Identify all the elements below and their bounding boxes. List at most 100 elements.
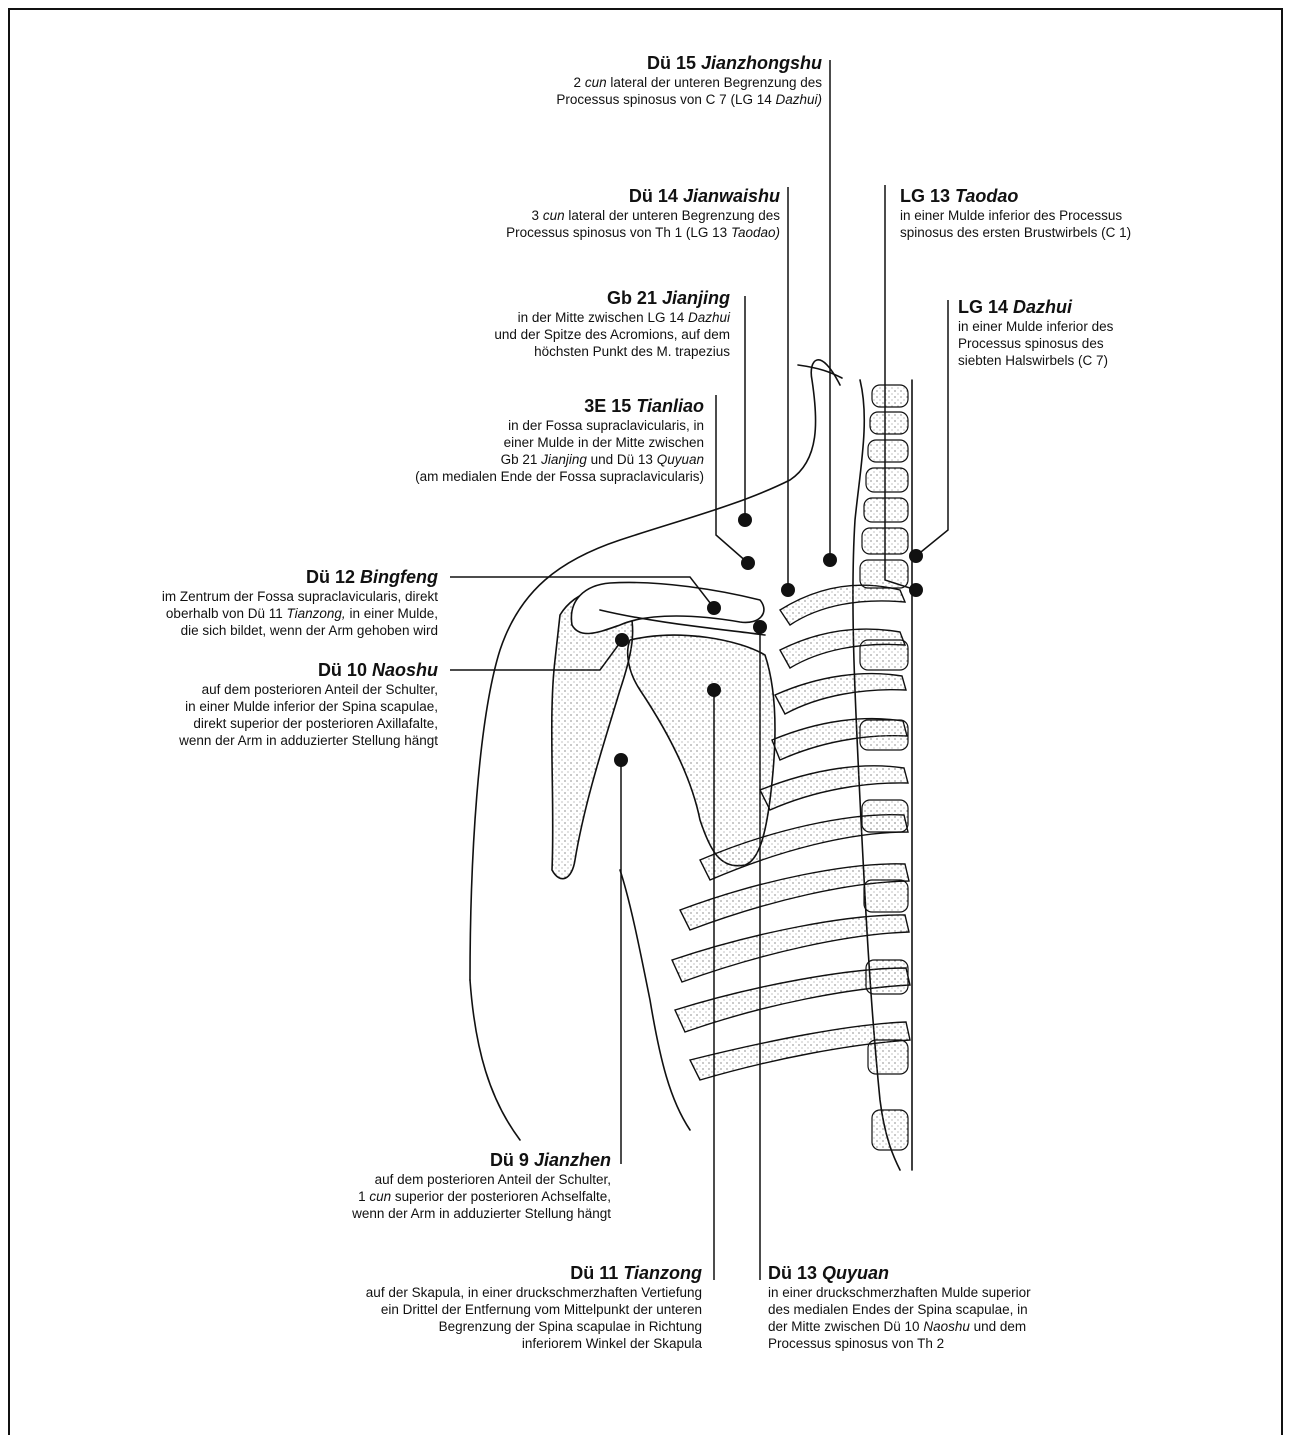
description-line: und der Spitze des Acromions, auf dem [494,326,730,343]
description-line: Processus spinosus von Th 2 [768,1335,1031,1352]
point-code: Gb 21 [607,288,657,308]
description-line: spinosus des ersten Brustwirbels (C 1) [900,224,1131,241]
description-line: die sich bildet, wenn der Arm gehoben wi… [162,622,438,639]
description-text: Processus spinosus von Th 2 [768,1336,944,1351]
point-code: Dü 13 [768,1263,817,1283]
point-3e15 [741,556,755,570]
description-line: Processus spinosus von C 7 (LG 14 Dazhui… [556,91,822,108]
label-due11: Dü 11 Tianzong auf der Skapula, in einer … [366,1262,702,1352]
description-line: auf dem posterioren Anteil der Schulter, [179,681,438,698]
description-text: superior der posterioren Achselfalte, [391,1189,611,1204]
description-text: in einer Mulde inferior des [958,319,1113,334]
scapula [628,635,775,866]
point-name: Jianwaishu [683,186,780,206]
point-code: Dü 11 [570,1263,618,1283]
label-title: Dü 15 Jianzhongshu [556,52,822,74]
point-name: Taodao [955,186,1018,206]
description-text: direkt superior der posterioren Axillafa… [193,716,438,731]
point-gb21 [738,513,752,527]
description-text: Processus spinosus von Th 1 (LG 13 [506,225,731,240]
label-due9: Dü 9 Jianzhenauf dem posterioren Anteil … [352,1149,611,1222]
description-text: spinosus des ersten Brustwirbels (C 1) [900,225,1131,240]
point-code: Dü 14 [629,186,678,206]
label-due14: Dü 14 Jianwaishu3 cun lateral der untere… [506,185,780,241]
leader-3e15 [716,395,748,563]
point-due12 [707,601,721,615]
description-text: inferiorem Winkel der Skapula [522,1336,702,1351]
description-text: und Dü 13 [587,452,657,467]
label-lg13: LG 13 Taodaoin einer Mulde inferior des … [900,185,1131,241]
description-line: Processus spinosus von Th 1 (LG 13 Taoda… [506,224,780,241]
description-text: des medialen Endes der Spina scapulae, i… [768,1302,1028,1317]
description-line: wenn der Arm in adduzierter Stellung hän… [352,1205,611,1222]
point-name: Tianliao [636,396,704,416]
point-lg14 [909,549,923,563]
acromion [571,582,764,633]
description-line: siebten Halswirbels (C 7) [958,352,1113,369]
label-title: Dü 14 Jianwaishu [506,185,780,207]
description-text: lateral der unteren Begrenzung des [565,208,780,223]
description-line: wenn der Arm in adduzierter Stellung hän… [179,732,438,749]
description-line: inferiorem Winkel der Skapula [366,1335,702,1352]
description-line: Gb 21 Jianjing und Dü 13 Quyuan [415,451,704,468]
description-text: in der Fossa supraclavicularis, in [508,418,704,433]
leader-lg14 [916,300,948,556]
point-due13 [753,620,767,634]
label-title: Dü 10 Naoshu [179,659,438,681]
description-line: 3 cun lateral der unteren Begrenzung des [506,207,780,224]
label-title: Dü 13 Quyuan [768,1262,1031,1284]
description-line: in der Fossa supraclavicularis, in [415,417,704,434]
description-line: der Mitte zwischen Dü 10 Naoshu und dem [768,1318,1031,1335]
description-text: cun [585,75,607,90]
arm-outline [620,870,690,1130]
point-name: Naoshu [372,660,438,680]
description-text: einer Mulde in der Mitte zwischen [504,435,704,450]
label-gb21: Gb 21 Jianjing in der Mitte zwischen LG 1… [494,287,730,360]
description-text: lateral der unteren Begrenzung des [607,75,822,90]
point-name: Jianzhongshu [701,53,822,73]
description-line: (am medialen Ende der Fossa supraclavicu… [415,468,704,485]
point-code: LG 13 [900,186,950,206]
description-line: auf dem posterioren Anteil der Schulter, [352,1171,611,1188]
description-text: 3 [532,208,543,223]
point-name: Quyuan [822,1263,889,1283]
point-due15 [823,553,837,567]
point-code: Dü 15 [647,53,696,73]
description-line: in einer Mulde inferior des Processus [900,207,1131,224]
point-code: Dü 12 [306,567,355,587]
description-text: die sich bildet, wenn der Arm gehoben wi… [181,623,438,638]
description-text: wenn der Arm in adduzierter Stellung hän… [352,1206,611,1221]
description-text: auf der Skapula, in einer druckschmerzha… [366,1285,702,1300]
description-text: Quyuan [657,452,704,467]
description-text: 2 [574,75,585,90]
label-lg14: LG 14 Dazhuiin einer Mulde inferior desP… [958,296,1113,369]
description-line: 2 cun lateral der unteren Begrenzung des [556,74,822,91]
description-text: Processus spinosus von C 7 (LG 14 [556,92,775,107]
label-due10: Dü 10 Naoshuauf dem posterioren Anteil d… [179,659,438,749]
description-text: höchsten Punkt des M. trapezius [534,344,730,359]
point-due11 [707,683,721,697]
description-line: in einer Mulde inferior der Spina scapul… [179,698,438,715]
description-text: cun [369,1189,391,1204]
description-line: oberhalb von Dü 11 Tianzong, in einer Mu… [162,605,438,622]
description-text: ein Drittel der Entfernung vom Mittelpun… [381,1302,702,1317]
description-line: im Zentrum der Fossa supraclavicularis, … [162,588,438,605]
description-text: Naoshu [923,1319,970,1334]
point-due14 [781,583,795,597]
point-name: Jianjing [662,288,730,308]
description-text: in der Mitte zwischen LG 14 [518,310,688,325]
description-line: Begrenzung der Spina scapulae in Richtun… [366,1318,702,1335]
label-3e15: 3E 15 Tianliaoin der Fossa supraclavicul… [415,395,704,485]
point-code: Dü 9 [490,1150,529,1170]
description-text: cun [543,208,565,223]
description-text: Jianjing [541,452,587,467]
point-name: Tianzong [623,1263,702,1283]
point-name: Bingfeng [360,567,438,587]
label-title: 3E 15 Tianliao [415,395,704,417]
description-line: 1 cun superior der posterioren Achselfal… [352,1188,611,1205]
point-code: 3E 15 [584,396,631,416]
description-text: der Mitte zwischen Dü 10 [768,1319,923,1334]
label-title: LG 14 Dazhui [958,296,1113,318]
description-text: oberhalb von Dü 11 [166,606,287,621]
point-code: LG 14 [958,297,1008,317]
